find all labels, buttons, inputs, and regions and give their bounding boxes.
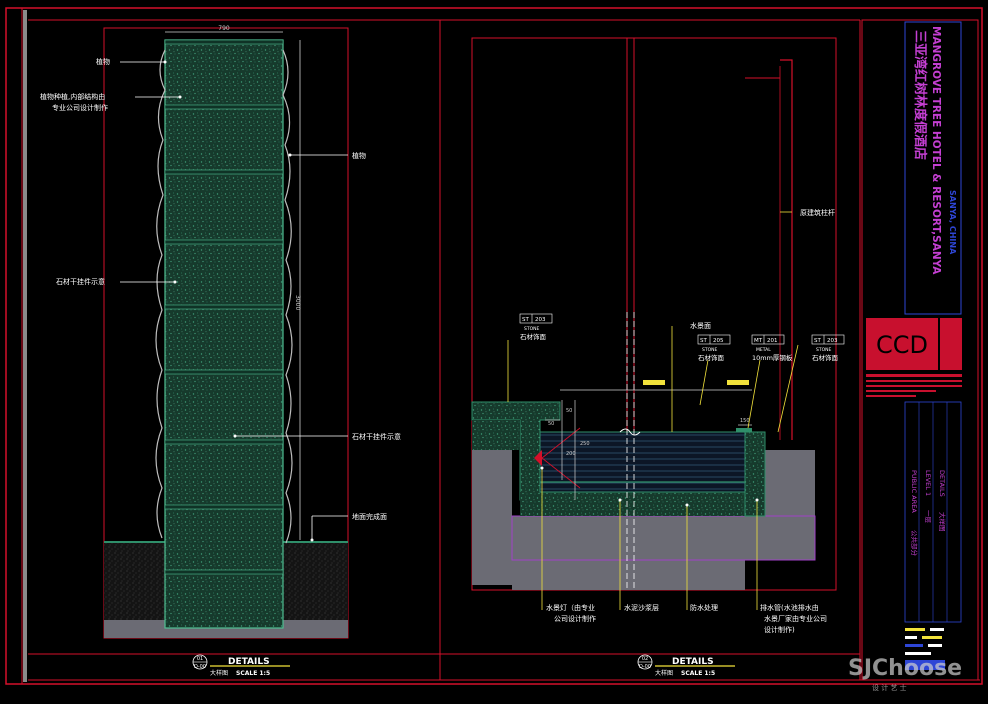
label-floor-finish: 地面完成面: [352, 512, 387, 521]
label-lamp-2: 公司设计制作: [554, 614, 596, 623]
project-location: SANYA, CHINA: [948, 190, 957, 255]
tag-code: ST: [814, 338, 821, 344]
ccd-logo-text: CCD: [876, 331, 928, 359]
label-drain-3: 设计制作): [764, 625, 795, 634]
label-plant: 植物: [96, 57, 110, 66]
hanger-band: [164, 104, 284, 110]
vine-left: [155, 49, 166, 539]
label-drain-1: 排水管(水池排水由: [760, 603, 819, 612]
tag-material: STONE: [524, 326, 540, 332]
right-title-name: DETAILS: [672, 657, 714, 667]
left-detail: 790 3000 植物 植物种植,内部结构由 专业公司设计制作 植物 石材干挂件…: [40, 25, 401, 677]
area-cn: 公共部分: [910, 530, 919, 557]
title-block: 三亚湾红树林度假酒店 MANGROVE TREE HOTEL & RESORT,…: [861, 19, 979, 681]
tag-number: 203: [535, 317, 546, 323]
titleblock-legend: [905, 628, 945, 670]
left-title-scale: SCALE 1:5: [236, 670, 270, 677]
project-name-cn: 三亚湾红树林度假酒店: [912, 30, 928, 160]
tag-material-cn: 石材饰面: [698, 353, 725, 362]
left-title-sub: 大样图: [210, 669, 228, 677]
tag-code: ST: [700, 338, 707, 344]
hanger-band: [164, 239, 284, 245]
right-title-sub: 大样图: [655, 669, 673, 677]
hanger-band: [164, 504, 284, 510]
left-detail-title: 01 D-00 DETAILS 大样图 SCALE 1:5: [192, 654, 290, 677]
dim-5: 150: [740, 418, 750, 424]
drawing-cn: 大样图: [938, 512, 947, 532]
right-detail-title: 02 D-00 DETAILS 大样图 SCALE 1:5: [637, 654, 735, 677]
watermark: SJChoose 设 计 艺 士: [848, 656, 962, 692]
dim-1: 50: [566, 408, 572, 414]
label-stone-hanger-right: 石材干挂件示意: [352, 432, 401, 441]
hanger-band: [164, 304, 284, 310]
right-title-sheet: D-00: [639, 664, 651, 670]
tag-number: 203: [827, 338, 838, 344]
tag-material-cn: 石材饰面: [520, 332, 547, 341]
left-title-sheet: D-00: [194, 664, 206, 670]
level-en: LEVEL 1: [924, 470, 932, 496]
tag-material-cn: 石材饰面: [812, 353, 839, 362]
label-plant-right: 植物: [352, 151, 366, 160]
project-name-en: MANGROVE TREE HOTEL & RESORT,SANYA: [930, 26, 942, 275]
pool-water: [539, 431, 746, 493]
label-mortar: 水泥沙浆层: [624, 603, 659, 612]
label-water-surface: 水景面: [690, 321, 711, 330]
tag-material: STONE: [816, 347, 832, 353]
watermark-sub: 设 计 艺 士: [872, 683, 907, 692]
label-stone-hanger: 石材干挂件示意: [56, 277, 105, 286]
planter-column: [164, 39, 284, 629]
tag-number: 205: [713, 338, 724, 344]
right-title-scale: SCALE 1:5: [681, 670, 715, 677]
tag-code: ST: [522, 317, 529, 323]
watermark-brand: SJChoose: [848, 656, 962, 681]
dim-3: 200: [566, 451, 576, 457]
drawing-en: DETAILS: [938, 470, 946, 497]
label-handrail: 原建筑柱杆: [800, 208, 835, 217]
right-title-number: 02: [642, 656, 648, 662]
vine-right: [282, 49, 293, 544]
tag-material: METAL: [756, 347, 771, 353]
stone-hanger-bands: [164, 39, 284, 575]
dim-2: 50: [548, 421, 554, 427]
tag-material-cn: 10mm厚钢板: [752, 353, 793, 362]
label-plant-note-1: 植物种植,内部结构由: [40, 92, 105, 101]
label-plant-note-2: 专业公司设计制作: [52, 103, 108, 112]
label-waterproof: 防水处理: [690, 603, 718, 612]
left-title-name: DETAILS: [228, 657, 270, 667]
label-lamp-1: 水景灯（由专业: [546, 603, 595, 612]
level-cn: 一层: [924, 510, 932, 524]
tag-material: STONE: [702, 347, 718, 353]
hanger-band: [164, 569, 284, 575]
pool-lamp: [534, 450, 542, 466]
ccd-logo: [866, 318, 938, 370]
hanger-band: [164, 169, 284, 175]
dim-top: 790: [218, 25, 230, 32]
hanger-band: [164, 39, 284, 45]
dim-4: 250: [580, 441, 590, 447]
sheet-border: [5, 7, 983, 685]
tag-number: 201: [767, 338, 778, 344]
left-title-number: 01: [197, 656, 203, 662]
dim-height: 3000: [294, 295, 301, 310]
tag-code: MT: [754, 338, 763, 344]
hanger-band: [164, 369, 284, 375]
hanger-band: [164, 439, 284, 445]
area-en: PUBLIC AREA: [910, 470, 918, 513]
label-drain-2: 水景厂家由专业公司: [764, 614, 827, 623]
